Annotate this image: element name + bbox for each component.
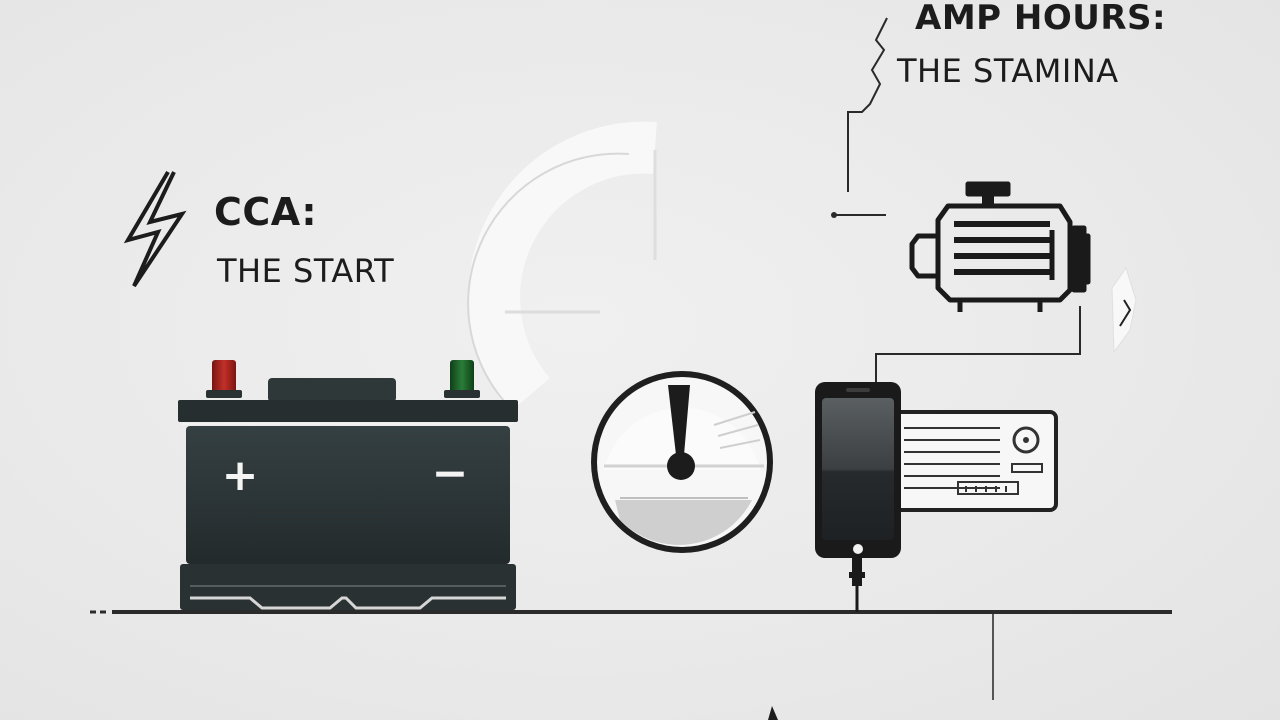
amp-hours-subtitle: THE STAMINA bbox=[897, 52, 1119, 90]
negative-terminal bbox=[450, 360, 474, 394]
engine-phone-wire bbox=[875, 306, 1081, 382]
cca-title: CCA: bbox=[214, 190, 318, 234]
amp-hours-title: AMP HOURS: bbox=[915, 0, 1167, 38]
gauge-icon bbox=[591, 371, 773, 553]
car-battery-icon bbox=[178, 360, 518, 610]
car-radio-icon bbox=[878, 410, 1058, 512]
smartphone-icon bbox=[815, 382, 901, 612]
battery-negative-symbol: − bbox=[432, 448, 469, 499]
decorative-ring bbox=[467, 121, 657, 412]
ground-line bbox=[90, 610, 1172, 720]
battery-positive-symbol: + bbox=[222, 450, 259, 501]
lightning-bolt-icon bbox=[123, 170, 187, 288]
positive-terminal bbox=[212, 360, 236, 394]
tag-icon bbox=[1111, 266, 1137, 354]
engine-icon bbox=[909, 181, 1091, 312]
amp-callout-line bbox=[831, 17, 888, 218]
cca-subtitle: THE START bbox=[217, 252, 395, 290]
